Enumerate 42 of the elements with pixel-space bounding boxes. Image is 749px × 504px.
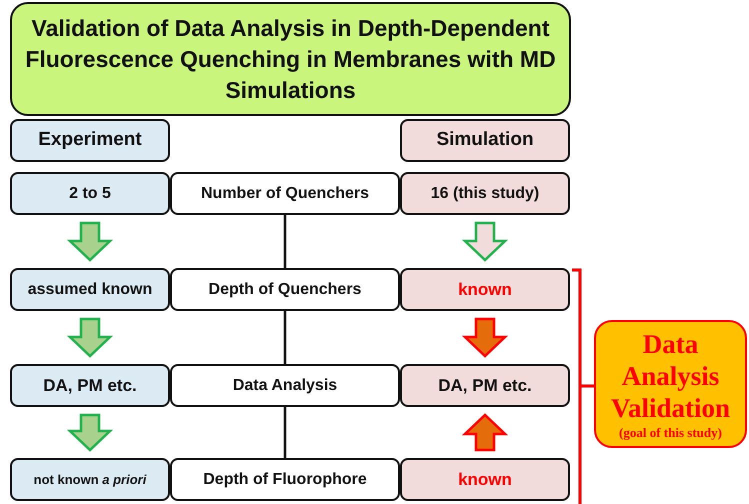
box-label: assumed known [26,280,154,300]
box-label: Data Analysis [232,376,338,396]
process-box [400,268,570,311]
process-box [170,172,400,215]
title-text: Validation of Data Analysis in Depth-Dependent Fluorescence Quenching in Membranes with MD Simulations [24,14,557,104]
box-label: known [457,278,513,301]
title-box [10,2,571,116]
goal-box [594,320,747,448]
block-arrow [66,222,114,262]
block-arrow [462,222,508,262]
goal-heading: Data Analysis Validation [610,328,732,424]
connector-line [284,407,286,458]
connector-line [284,215,286,268]
box-label: Number of Quenchers [200,184,370,204]
box-label: Experiment [37,128,143,152]
process-box [170,458,400,501]
connector-line [284,311,286,364]
box-label: DA, PM etc. [437,374,533,397]
box-label: 16 (this study) [430,184,540,204]
block-arrow [66,318,114,358]
process-box [10,268,170,311]
column-header [400,119,570,162]
box-label: Depth of Fluorophore [202,470,368,490]
column-header [10,119,170,162]
block-arrow [462,413,508,452]
process-box [400,172,570,215]
box-label: Depth of Quenchers [208,280,362,300]
process-box [400,364,570,407]
process-box [10,364,170,407]
block-arrow [66,414,114,452]
process-box [10,172,170,215]
box-label: DA, PM etc. [42,374,138,397]
box-label: 2 to 5 [68,184,112,204]
process-box [170,268,400,311]
box-label: known [457,468,513,491]
block-arrow [462,318,508,358]
box-label: not known a priori [32,471,148,488]
box-label: Simulation [435,128,535,152]
process-box [400,458,570,501]
process-box [170,364,400,407]
goal-note: (goal of this study) [619,424,722,440]
process-box [10,458,170,501]
